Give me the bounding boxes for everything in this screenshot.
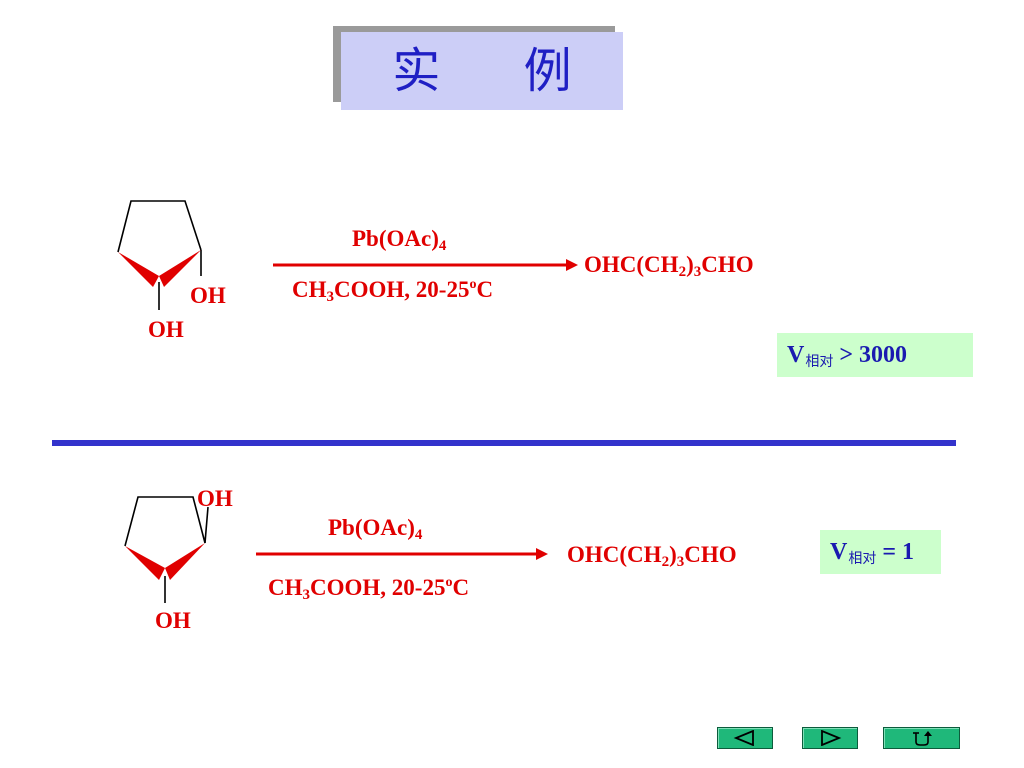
return-arrow-icon [912, 731, 932, 746]
wedge-bond-left [118, 252, 159, 287]
oh-label-top-2: OH [197, 486, 233, 511]
prev-triangle-icon [733, 730, 754, 746]
reagent-top-2: Pb(OAc)4 [328, 515, 423, 543]
section-divider [52, 440, 956, 446]
ring-bonds-2 [124, 496, 206, 547]
reagent-bottom-2: CH3COOH, 20-25oC [268, 575, 470, 603]
wedge-bond-right [159, 250, 201, 287]
reagent-top-1: Pb(OAc)4 [352, 226, 447, 254]
reagent-bottom-1: CH3COOH, 20-25oC [292, 277, 494, 305]
product-1: OHC(CH2)3CHO [584, 252, 754, 280]
next-slide-button[interactable] [802, 727, 858, 749]
reaction-arrow-1-head [566, 259, 578, 271]
oh-label-ring-1: OH [190, 283, 226, 308]
oh-label-bottom-2: OH [155, 608, 191, 633]
prev-slide-button[interactable] [717, 727, 773, 749]
product-2: OHC(CH2)3CHO [567, 542, 737, 570]
reaction-arrow-2-head [536, 548, 548, 560]
return-button[interactable] [883, 727, 960, 749]
wedge-bond-right-2 [165, 543, 205, 580]
oh-bond-top [204, 506, 209, 544]
wedge-bond-left-2 [125, 546, 165, 580]
slide-title: 实 例 [392, 43, 606, 99]
ring-bonds [117, 200, 202, 253]
title-box: 实 例 [341, 32, 623, 110]
oh-label-bottom-1: OH [148, 317, 184, 342]
next-triangle-icon [821, 730, 842, 746]
